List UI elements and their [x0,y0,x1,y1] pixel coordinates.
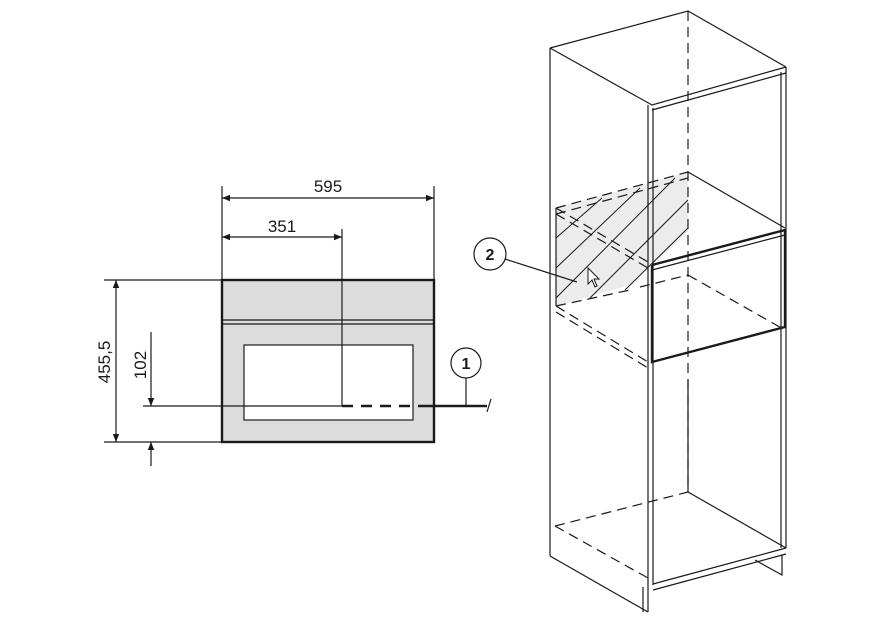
cabinet-top-edge [651,72,787,111]
bottom-shelf-front-lower [652,553,787,591]
upper-shelf-back-hidden [555,171,689,209]
appliance-outline [220,278,436,444]
cabinet-foot [754,555,783,577]
dimension-height-label: 455,5 [95,341,114,384]
dimension-socket-offset-label: 351 [268,217,296,236]
callout-2-label: 2 [486,247,495,264]
cabinet-bottom-left [549,555,649,613]
cabinet-top-back [549,10,787,68]
niche-frame-top-inner [651,234,786,271]
lower-shelf-left-hidden-2 [555,311,649,369]
dimension-socket-height-label: 102 [131,351,150,379]
callout-1-label: 1 [462,356,471,373]
upper-shelf-back-hidden-2 [555,177,689,215]
upper-shelf-left-hidden [555,207,649,263]
bottom-shelf-right [687,491,787,549]
mouse-cursor-icon [587,266,601,288]
lower-shelf-left-hidden [555,305,649,363]
niche-hatching [555,177,689,299]
appliance-opening [243,344,414,421]
lower-shelf-back-left-hidden [555,289,631,307]
niche-area [556,172,688,306]
upper-shelf-right [687,171,786,229]
bottom-shelf-front [652,547,787,585]
upper-shelf-left-hidden-2 [555,213,649,269]
lower-shelf-back-hidden [639,274,689,288]
lower-shelf-right-hidden [687,274,786,331]
callout-2-leader [504,258,578,283]
tall-cabinet: 2 [473,10,787,613]
niche-opening-frame [650,228,787,364]
appliance-front-view: 595 351 455,5 102 1 [95,177,492,466]
bottom-shelf-back-hidden [554,491,689,527]
cabinet-top-front [549,47,787,106]
bottom-shelf-left-hidden [554,525,649,579]
dimension-width-label: 595 [314,177,342,196]
cable-break [486,398,492,413]
callout-2-circle [473,237,507,271]
